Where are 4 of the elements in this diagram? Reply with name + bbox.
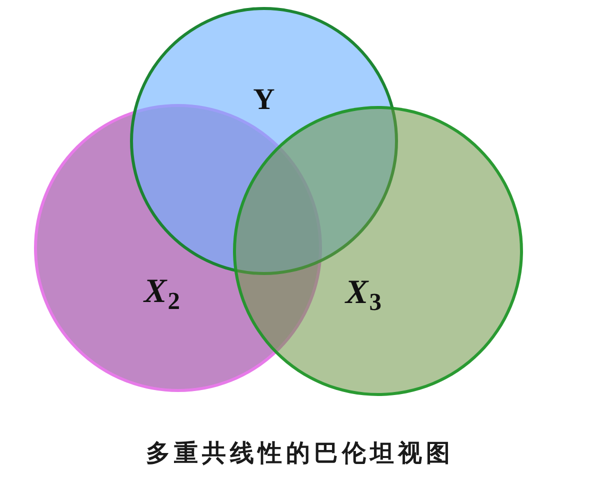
caption: 多重共线性的巴伦坦视图 — [146, 439, 454, 467]
set-label: X$_{2}$ — [144, 275, 180, 315]
set-label: X$_{3}$ — [346, 276, 382, 316]
set-label: Y — [253, 85, 275, 115]
